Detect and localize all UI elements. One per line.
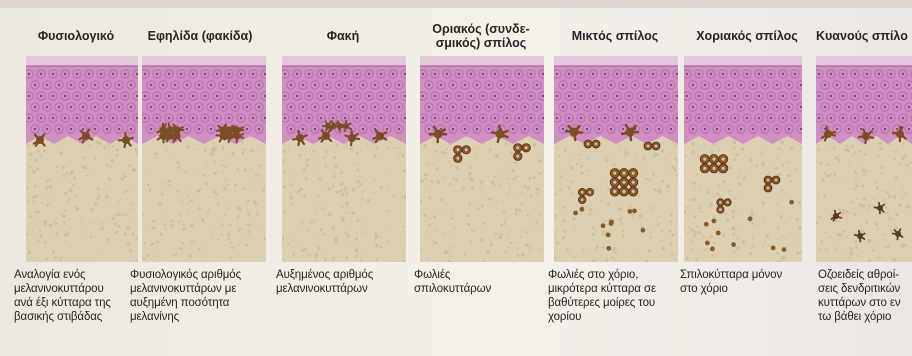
panel-title: Χοριακός σπίλος bbox=[680, 16, 814, 56]
skin-illustration-compound bbox=[554, 56, 678, 262]
panel-freckle: Εφηλίδα (φακίδα) Φυσιολογικός αριθμός με… bbox=[130, 0, 270, 356]
skin-illustration-freckle bbox=[142, 56, 266, 262]
panel-title: Εφηλίδα (φακίδα) bbox=[130, 16, 270, 56]
panel-compound-nevus: Μικτός σπίλος Φωλιές στο χόριο, μικρότερ… bbox=[548, 0, 682, 356]
panel-junctional-nevus: Οριακός (συνδε- σμικός) σπίλος Φωλιές σπ… bbox=[414, 0, 548, 356]
panel-title: Φακή bbox=[276, 16, 410, 56]
panel-title: Οριακός (συνδε- σμικός) σπίλος bbox=[414, 16, 548, 56]
panel-caption: Φωλιές σπιλοκυττάρων bbox=[414, 268, 491, 296]
panel-caption: Φωλιές στο χόριο, μικρότερα κύτταρα σε β… bbox=[548, 268, 656, 324]
panel-lentigo: Φακή Αυξημένος αριθμός μελανινοκυττάρων bbox=[276, 0, 410, 356]
stratum-corneum bbox=[420, 56, 544, 66]
panel-caption: Σπιλοκύτταρα μόνον στο χόριο bbox=[680, 268, 782, 296]
panel-title: Μικτός σπίλος bbox=[548, 16, 682, 56]
skin-illustration-normal bbox=[26, 56, 138, 262]
stratum-corneum bbox=[282, 56, 406, 66]
stratum-corneum bbox=[142, 56, 266, 66]
panel-normal: Φυσιολογικό Αναλογία ενός μελανινοκυττάρ… bbox=[14, 0, 138, 356]
stratum-corneum bbox=[554, 56, 678, 66]
stratum-corneum bbox=[26, 56, 138, 66]
nevus-nest bbox=[610, 169, 638, 197]
nevus-nest bbox=[700, 155, 728, 173]
panel-dermal-nevus: Χοριακός σπίλος Σπιλοκύτταρα μόνον στο χ… bbox=[680, 0, 814, 356]
panel-caption: Φυσιολογικός αριθμός μελανινοκυττάρων με… bbox=[130, 268, 241, 324]
panel-title: Φυσιολογικό bbox=[14, 16, 138, 56]
panel-title: Κυανούς σπίλο bbox=[812, 16, 912, 56]
panel-caption: Οζοειδείς αθροί- σεις δενδριτικών κυττάρ… bbox=[818, 268, 901, 324]
panel-blue-nevus: Κυανούς σπίλο Οζοειδείς αθροί- σεις δενδ… bbox=[812, 0, 912, 356]
stratum-corneum bbox=[816, 56, 912, 66]
panel-caption: Αναλογία ενός μελανινοκυττάρου ανά έξι κ… bbox=[14, 268, 111, 324]
skin-illustration-dermal bbox=[684, 56, 802, 262]
panel-caption: Αυξημένος αριθμός μελανινοκυττάρων bbox=[276, 268, 373, 296]
stratum-corneum bbox=[684, 56, 802, 66]
skin-illustration-lentigo bbox=[282, 56, 406, 262]
skin-illustration-junctional bbox=[420, 56, 544, 262]
skin-illustration-blue bbox=[816, 56, 912, 262]
